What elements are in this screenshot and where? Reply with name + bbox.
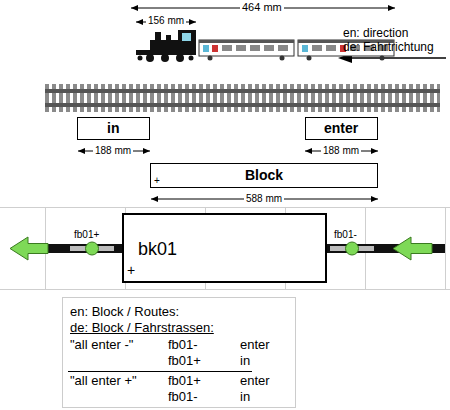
table-cell: enter	[240, 374, 270, 389]
sensor-box: in	[77, 117, 150, 140]
node-label: enter	[324, 120, 358, 136]
sensor-name: fb01+	[74, 229, 99, 241]
table-cell: "all enter -"	[70, 338, 133, 353]
table-cell: enter	[240, 338, 270, 353]
polarity-mark: +	[127, 262, 135, 278]
table-cell: fb01+	[168, 374, 201, 389]
node-label: Block	[245, 167, 283, 183]
table-heading: en: Block / Routes:	[70, 305, 179, 320]
table-cell: in	[240, 354, 250, 369]
node-label: bk01	[138, 239, 177, 260]
dimension: 188 mm	[321, 145, 361, 157]
table-cell: "all enter +"	[70, 374, 137, 389]
block-symbol: bk01+	[122, 213, 327, 283]
note: de: Fahrtrichtung	[343, 41, 434, 55]
table-panel	[63, 298, 296, 408]
table-cell: fb01-	[168, 390, 198, 405]
table-heading: de: Block / Fahrstrassen:	[70, 321, 214, 336]
sensor-name: fb01-	[334, 229, 357, 241]
table-cell: fb01+	[168, 354, 201, 369]
note: en: direction	[343, 27, 408, 41]
dimension: 464 mm	[240, 1, 284, 14]
polarity-mark: +	[154, 175, 160, 187]
dimension: 188 mm	[93, 145, 133, 157]
table-cell: fb01-	[168, 338, 198, 353]
block-box: Block +	[150, 163, 378, 188]
dimension: 588 mm	[244, 193, 284, 205]
dimension: 156 mm	[146, 15, 186, 27]
table-cell: in	[240, 390, 250, 405]
node-label: in	[107, 120, 119, 136]
grid-lines	[0, 207, 450, 290]
track-illustration	[45, 84, 440, 112]
sensor-box: enter	[305, 117, 378, 140]
